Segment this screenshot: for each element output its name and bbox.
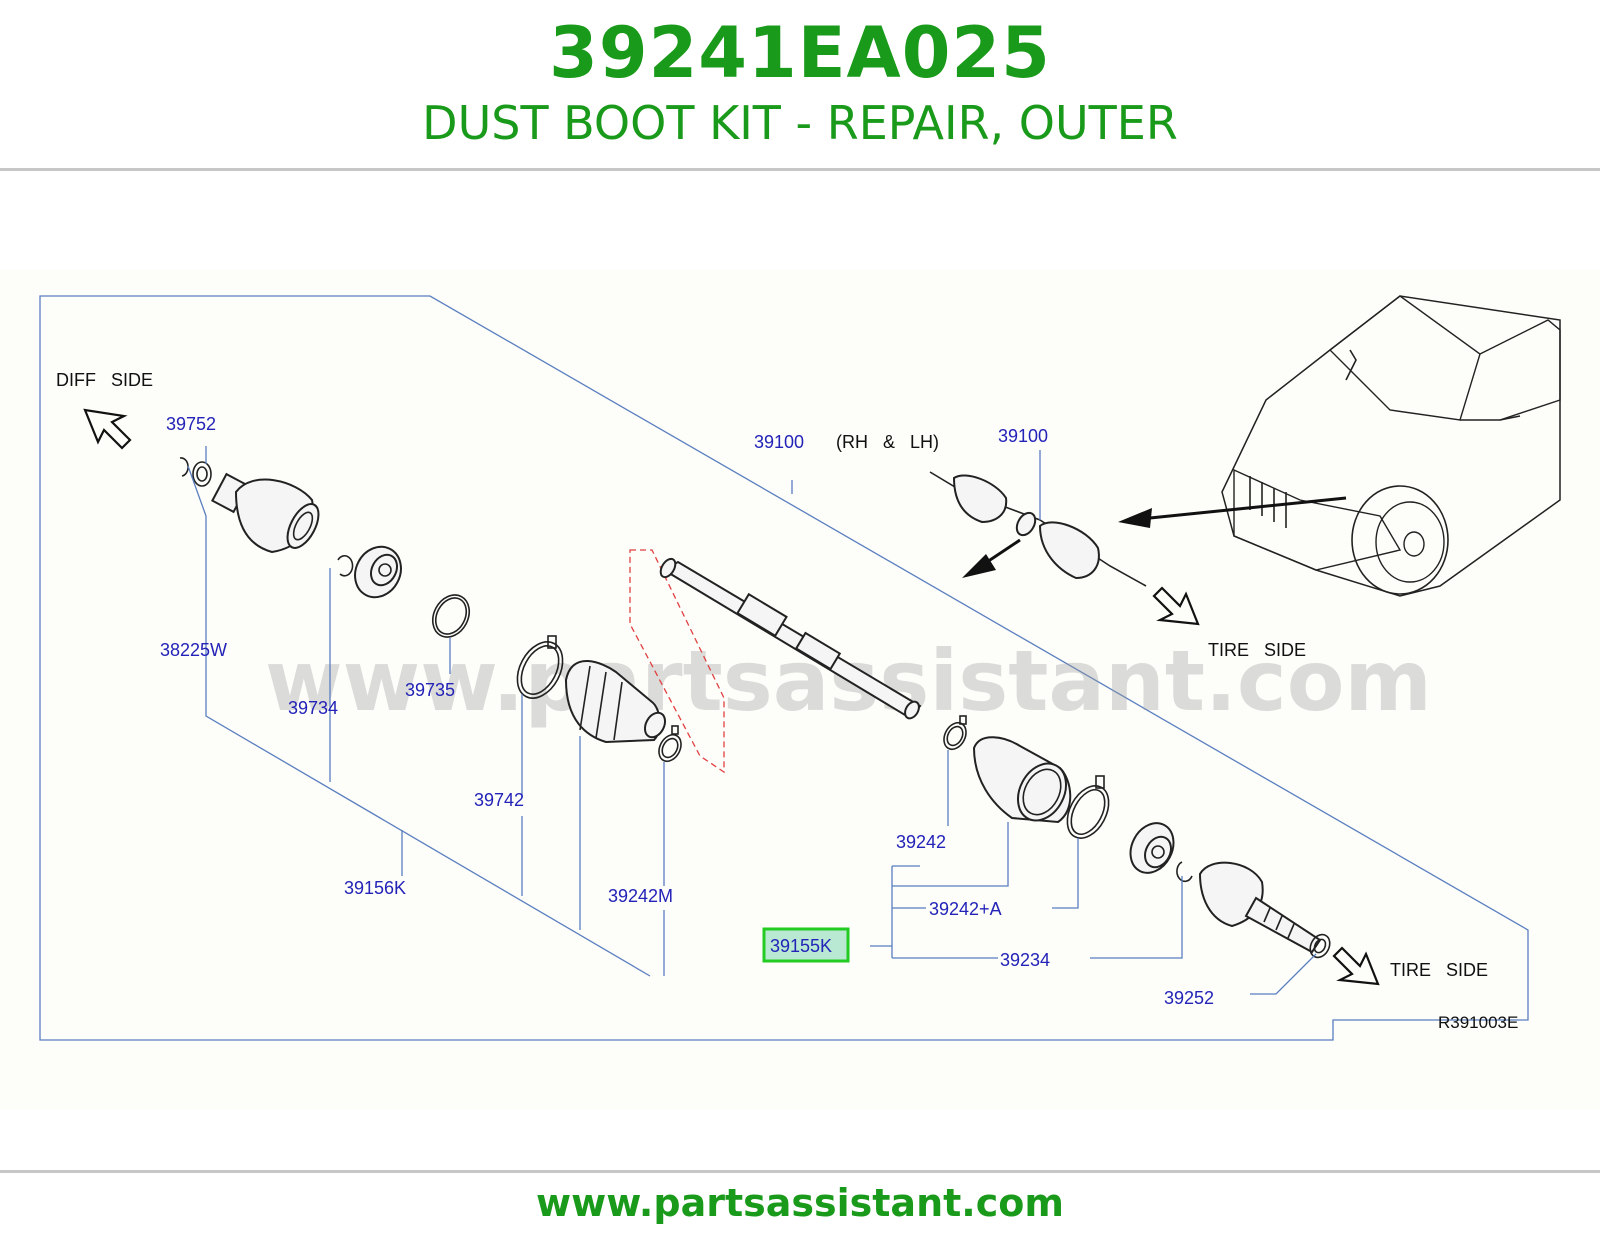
drive-shaft-icon [659, 557, 922, 720]
vehicle-pointer-arrow-icon [1118, 496, 1347, 528]
snap-ring-39752-icon [179, 457, 212, 487]
leader-39242a [1052, 838, 1079, 909]
rh-lh-label: (RH & LH) [836, 432, 939, 452]
tire-side-upper-arrow-icon [1152, 586, 1200, 626]
outer-spider-icon [1129, 822, 1175, 874]
callout-39752[interactable]: 39752 [166, 414, 216, 434]
part-number: 39241EA025 [549, 12, 1051, 94]
page-header: 39241EA025 DUST BOOT KIT - REPAIR, OUTER [0, 0, 1600, 170]
diagram-ref-code: R391003E [1438, 1013, 1518, 1032]
small-band-39242m-icon [658, 725, 682, 763]
spider-assembly-icon [354, 545, 402, 599]
callout-39242[interactable]: 39242 [896, 832, 946, 852]
callout-39100-main[interactable]: 39100 [754, 432, 804, 452]
highlight-box-39155k[interactable] [762, 927, 850, 963]
callout-39242a[interactable]: 39242+A [929, 899, 1002, 919]
callout-39242m[interactable]: 39242M [608, 886, 673, 906]
inner-boot-icon [564, 660, 667, 744]
diff-side-label: DIFF SIDE [56, 370, 153, 390]
leader-outer-boot [892, 822, 1009, 887]
outer-boot-icon [972, 736, 1072, 824]
callout-38225w[interactable]: 38225W [160, 640, 227, 660]
callout-39252[interactable]: 39252 [1164, 988, 1214, 1008]
callout-39156k[interactable]: 39156K [344, 878, 406, 898]
diagram-canvas: www.partsassistant.com DIFF SIDE [39, 295, 1561, 1041]
snap-ring-outer-icon [1176, 861, 1193, 883]
large-band-icon [1066, 775, 1110, 839]
callout-39100-small[interactable]: 39100 [998, 426, 1048, 446]
diagram-frame [39, 295, 1529, 1041]
leader-38225w [187, 465, 651, 977]
axle-pointer-arrow-icon [962, 538, 1021, 578]
inner-joint-housing-icon [211, 472, 320, 554]
callout-39742[interactable]: 39742 [474, 790, 524, 810]
part-title: DUST BOOT KIT - REPAIR, OUTER [422, 96, 1178, 150]
axle-assembly-small-icon [929, 471, 1147, 587]
tire-side-upper-label: TIRE SIDE [1208, 640, 1306, 660]
circlip-39735-icon [431, 594, 471, 638]
leader-39234 [1090, 876, 1183, 959]
tire-side-lower-label: TIRE SIDE [1390, 960, 1488, 980]
callout-39234[interactable]: 39234 [1000, 950, 1050, 970]
washer-39252-icon [1309, 933, 1331, 959]
callout-39155k[interactable]: 39155K [770, 936, 832, 956]
diff-side-arrow-icon [83, 408, 132, 450]
callout-39734[interactable]: 39734 [288, 698, 338, 718]
footer-url[interactable]: www.partsassistant.com [536, 1181, 1064, 1225]
tire-side-lower-arrow-icon [1332, 946, 1380, 986]
boot-band-39742-icon [516, 635, 564, 699]
small-band-39242-icon [943, 715, 967, 751]
parts-diagram: www.partsassistant.com DIFF SIDE [0, 270, 1600, 1110]
bottom-divider [0, 1170, 1600, 1173]
snap-ring-39734-icon [337, 555, 354, 577]
outer-joint-icon [1198, 861, 1322, 954]
shaft-dashed-box [629, 549, 725, 774]
leader-39252 [1250, 953, 1317, 995]
top-divider [0, 168, 1600, 171]
callout-39735[interactable]: 39735 [405, 680, 455, 700]
vehicle-illustration-icon [1221, 295, 1561, 597]
